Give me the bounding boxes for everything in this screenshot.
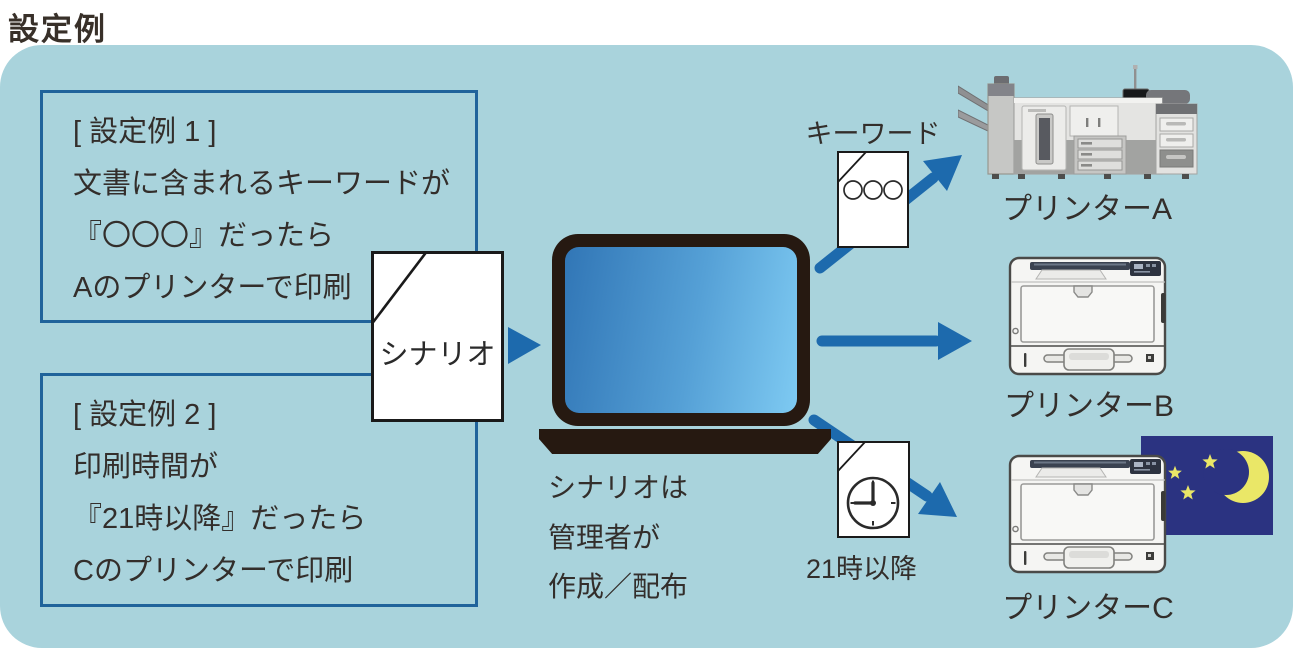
production-printer-a [958,65,1198,179]
example-2-heading: [ 設定例 2 ] [73,399,217,431]
printer-c-label: プリンターC [1002,592,1174,625]
example-box-2: [ 設定例 2 ] 印刷時間が 『21時以降』だったら Cのプリンターで印刷 [40,373,478,607]
keyword-circles [843,180,903,200]
page-title: 設定例 [8,12,107,47]
clock-icon [837,441,910,538]
example-1-line: 『〇〇〇』だったら [73,220,335,252]
caption-line: 管理者が [548,521,661,553]
example-1-line: Aのプリンターで印刷 [73,272,352,304]
example-1-line: 文書に含まれるキーワードが [73,168,451,200]
caption-line: シナリオは [548,472,689,503]
keyword-document [837,151,909,248]
laptop-caption: シナリオは 管理者が 作成／配布 [548,463,688,612]
caption-line: 作成／配布 [548,571,689,602]
printer-a-label: プリンターA [1001,193,1172,226]
night-sky-icon [1141,436,1273,535]
keyword-label: キーワード [805,119,941,149]
example-box-1: [ 設定例 1 ] 文書に含まれるキーワードが 『〇〇〇』だったら Aのプリンタ… [40,90,478,323]
scenario-document-label: シナリオ [379,339,496,371]
time-label: 21時以降 [806,554,918,584]
desktop-printer-b [1008,256,1167,376]
example-2-line: 『21時以降』だったら [73,503,367,535]
example-2-line: 印刷時間が [73,451,219,483]
example-2-line: Cのプリンターで印刷 [73,555,354,587]
laptop-base [539,429,831,454]
document-icon [371,251,504,422]
laptop-display [565,247,797,413]
printer-b-label: プリンターB [1003,390,1174,423]
time-document [837,441,910,538]
document-icon [837,151,909,248]
desktop-printer-c [1008,454,1167,574]
scenario-document: シナリオ [371,251,504,422]
laptop-screen [552,234,810,426]
example-1-heading: [ 設定例 1 ] [73,116,217,148]
